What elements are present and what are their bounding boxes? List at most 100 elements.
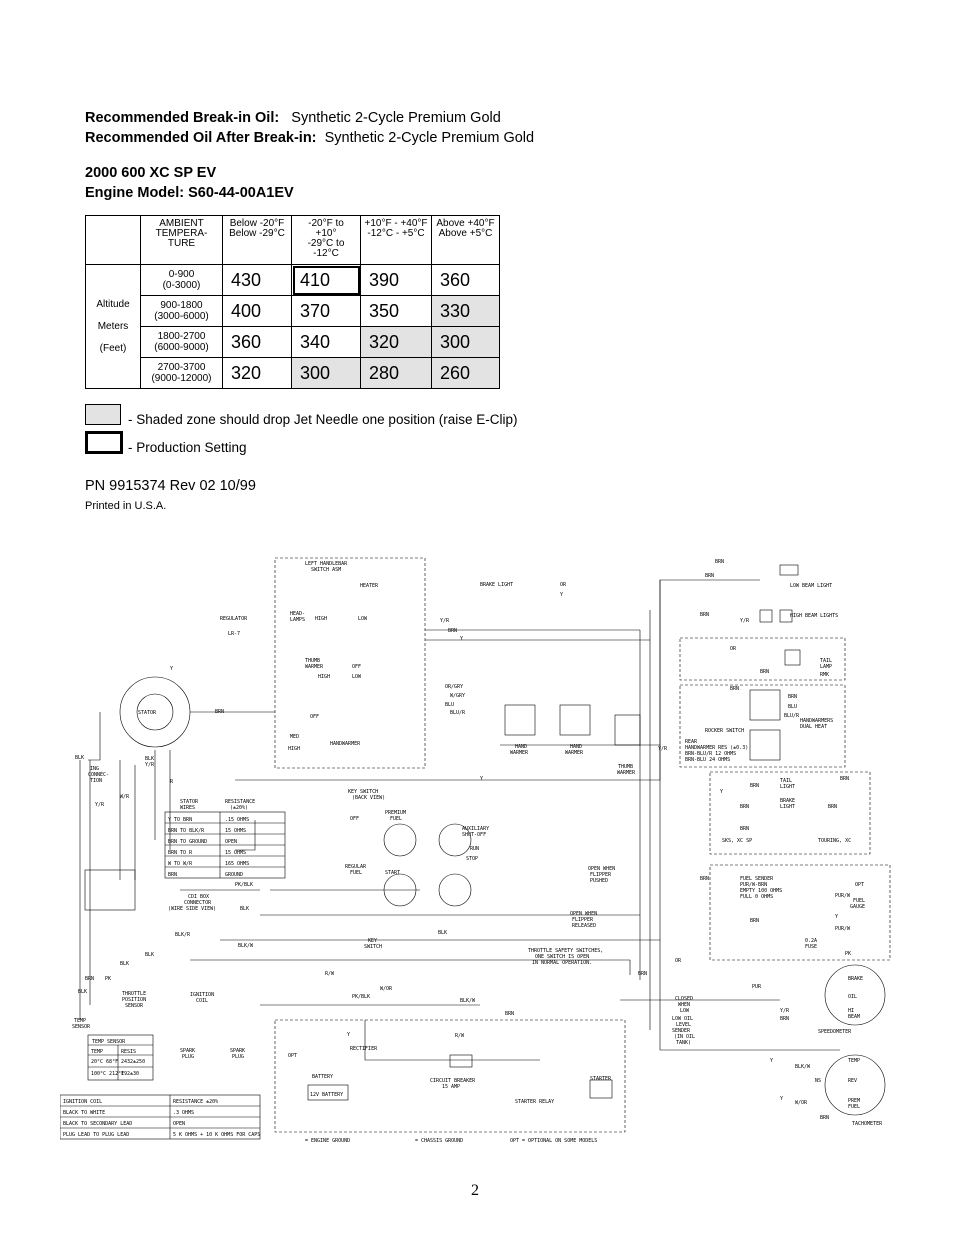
svg-text:HANDWARMER RES (±0.3): HANDWARMER RES (±0.3): [685, 745, 748, 751]
svg-text:HIGH: HIGH: [288, 746, 300, 752]
svg-text:Y: Y: [560, 592, 563, 598]
svg-text:OFF: OFF: [352, 664, 361, 670]
svg-text:FUEL: FUEL: [848, 1104, 860, 1110]
svg-text:HANDWARMERS: HANDWARMERS: [800, 718, 833, 724]
jet-cell: 340: [291, 326, 361, 358]
svg-text:(±20%): (±20%): [230, 805, 248, 811]
svg-text:(BACK VIEW): (BACK VIEW): [352, 795, 385, 801]
svg-text:PK: PK: [845, 951, 851, 957]
svg-text:BLK/W: BLK/W: [795, 1064, 811, 1070]
svg-text:BRN: BRN: [840, 776, 849, 782]
svg-text:BRN: BRN: [505, 1011, 514, 1017]
svg-text:PREM: PREM: [848, 1098, 860, 1104]
svg-text:OPT = OPTIONAL ON SOME MODELS: OPT = OPTIONAL ON SOME MODELS: [510, 1138, 597, 1144]
svg-text:Y/R: Y/R: [740, 618, 750, 624]
svg-text:BRN TO BLK/R: BRN TO BLK/R: [168, 828, 205, 834]
svg-text:SPARK: SPARK: [180, 1048, 195, 1054]
svg-text:STOP: STOP: [466, 856, 478, 862]
svg-text:NS: NS: [815, 1078, 821, 1084]
svg-text:STARTER: STARTER: [590, 1076, 612, 1082]
breakin-oil-label: Recommended Break-in Oil:: [85, 110, 280, 126]
jet-cell-shaded: 260: [431, 357, 500, 389]
after-breakin-oil-value: Synthetic 2-Cycle Premium Gold: [324, 130, 535, 146]
svg-text:SENSOR: SENSOR: [72, 1024, 91, 1030]
svg-text:THUMB: THUMB: [618, 764, 633, 770]
tachometer-gauge: [824, 1054, 886, 1116]
jet-cell-shaded: 300: [291, 357, 361, 389]
jet-cell-shaded: 330: [431, 295, 500, 327]
svg-text:PK: PK: [105, 976, 111, 982]
svg-text:LR-7: LR-7: [228, 631, 240, 637]
svg-text:AUXILIARY: AUXILIARY: [462, 826, 489, 832]
svg-text:BRN-BLU/R 12 OHMS: BRN-BLU/R 12 OHMS: [685, 751, 736, 757]
svg-text:Y: Y: [780, 1096, 783, 1102]
svg-text:.15 OHMS: .15 OHMS: [225, 817, 249, 823]
jet-cell: 430: [222, 264, 292, 296]
svg-text:OPEN WHEN: OPEN WHEN: [570, 911, 597, 917]
svg-text:PLUG: PLUG: [232, 1054, 244, 1060]
page-number: 2: [471, 1182, 479, 1199]
svg-text:0.2A: 0.2A: [805, 938, 817, 944]
svg-text:W/GRY: W/GRY: [450, 693, 465, 699]
svg-text:TEMP: TEMP: [848, 1058, 860, 1064]
svg-text:CIRCUIT BREAKER: CIRCUIT BREAKER: [430, 1078, 476, 1084]
svg-text:BRN: BRN: [448, 628, 457, 634]
svg-text:BRN: BRN: [740, 826, 749, 832]
svg-text:LOW: LOW: [358, 616, 368, 622]
svg-text:BLK: BLK: [75, 755, 84, 761]
svg-text:RECTIFIER: RECTIFIER: [350, 1046, 378, 1052]
svg-text:MED: MED: [290, 734, 299, 740]
svg-text:W/OR: W/OR: [380, 986, 393, 992]
svg-text:OFF: OFF: [350, 816, 359, 822]
svg-text:ROCKER SWITCH: ROCKER SWITCH: [705, 728, 744, 734]
breakin-oil-value: Synthetic 2-Cycle Premium Gold: [291, 110, 501, 126]
jet-cell-shaded: 280: [360, 357, 432, 389]
shaded-legend-text: - Shaded zone should drop Jet Needle one…: [128, 412, 518, 427]
svg-text:Y: Y: [480, 776, 483, 782]
svg-text:BLK: BLK: [78, 989, 87, 995]
svg-text:OPEN WHEN: OPEN WHEN: [588, 866, 615, 872]
svg-text:BRN: BRN: [828, 804, 837, 810]
svg-text:FUEL: FUEL: [350, 870, 362, 876]
svg-text:Y: Y: [720, 789, 723, 795]
part-number: PN 9915374 Rev 02 10/99: [85, 478, 256, 494]
svg-text:SWITCH ASM: SWITCH ASM: [311, 567, 341, 573]
svg-text:TEMP: TEMP: [74, 1018, 86, 1024]
breakin-oil-line: Recommended Break-in Oil: Synthetic 2-Cy…: [85, 110, 501, 126]
tail-lamp-box: [679, 637, 846, 681]
svg-text:15 OHMS: 15 OHMS: [225, 828, 246, 834]
svg-text:BRN: BRN: [638, 971, 647, 977]
svg-text:TAIL: TAIL: [780, 778, 792, 784]
svg-text:= CHASSIS GROUND: = CHASSIS GROUND: [415, 1138, 463, 1144]
svg-text:BLK: BLK: [438, 930, 447, 936]
svg-text:W TO W/R: W TO W/R: [168, 861, 193, 867]
key-regular: [383, 873, 417, 907]
cdi-connector: [84, 869, 136, 911]
svg-text:PLUG LEAD TO PLUG LEAD: PLUG LEAD TO PLUG LEAD: [63, 1132, 129, 1138]
svg-text:KEY: KEY: [368, 938, 377, 944]
svg-text:COIL: COIL: [196, 998, 208, 1004]
svg-text:IGNITION: IGNITION: [190, 992, 214, 998]
svg-text:BRN: BRN: [715, 559, 724, 565]
svg-text:CLOSED: CLOSED: [675, 996, 693, 1002]
svg-text:Y/R: Y/R: [95, 802, 105, 808]
svg-text:15 AMP: 15 AMP: [442, 1084, 460, 1090]
svg-text:CONNECTOR: CONNECTOR: [184, 900, 212, 906]
svg-text:BRN: BRN: [85, 976, 94, 982]
svg-text:BRN: BRN: [700, 612, 709, 618]
svg-text:RESISTANCE: RESISTANCE: [225, 799, 255, 805]
svg-text:OR/GRY: OR/GRY: [445, 684, 463, 690]
svg-text:SENDER: SENDER: [672, 1028, 691, 1034]
svg-text:PLUG: PLUG: [182, 1054, 194, 1060]
svg-text:OPT: OPT: [855, 882, 864, 888]
svg-text:TOURING, XC: TOURING, XC: [818, 838, 851, 844]
svg-text:RESISTANCE ±20%: RESISTANCE ±20%: [173, 1099, 218, 1105]
svg-text:BRAKE: BRAKE: [780, 798, 795, 804]
svg-text:FUSE: FUSE: [805, 944, 817, 950]
svg-text:R/W: R/W: [325, 971, 335, 977]
svg-text:WARMER: WARMER: [617, 770, 636, 776]
svg-text:SENSOR: SENSOR: [125, 1003, 144, 1009]
svg-text:LOW: LOW: [680, 1008, 690, 1014]
after-breakin-oil-line: Recommended Oil After Break-in: Syntheti…: [85, 130, 534, 146]
